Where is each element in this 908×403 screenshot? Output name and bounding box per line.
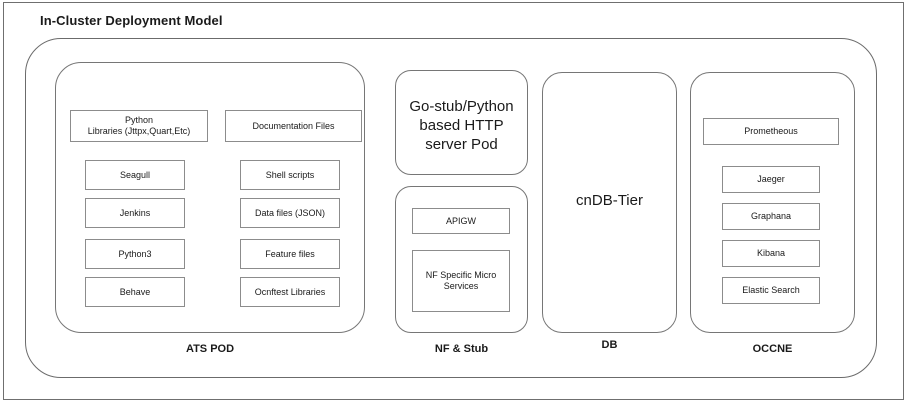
item-kibana: Kibana [722,240,820,267]
item-python-libraries: Python Libraries (Jttpx,Quart,Etc) [70,110,208,142]
label-cndb-tier: cnDB-Tier [576,192,643,209]
caption-ats-pod: ATS POD [185,343,235,355]
item-seagull: Seagull [85,160,185,190]
item-python3: Python3 [85,239,185,269]
item-feature-files: Feature files [240,239,340,269]
group-db: cnDB-Tier [542,72,677,333]
item-ocnftest-libraries: Ocnftest Libraries [240,277,340,307]
item-elastic-search: Elastic Search [722,277,820,304]
item-jenkins: Jenkins [85,198,185,228]
item-apigw: APIGW [412,208,510,234]
item-jaeger: Jaeger [722,166,820,193]
item-shell-scripts: Shell scripts [240,160,340,190]
item-prometheous: Prometheous [703,118,839,145]
caption-nf-stub: NF & Stub [434,343,489,355]
caption-db: DB [601,339,618,351]
item-documentation-files: Documentation Files [225,110,362,142]
diagram-title: In-Cluster Deployment Model [40,13,223,28]
item-data-files-json: Data files (JSON) [240,198,340,228]
label-go-stub-server-pod: Go-stub/Python based HTTP server Pod [409,98,514,153]
group-go-stub-server-pod: Go-stub/Python based HTTP server Pod [395,70,528,175]
item-nf-specific-micro-services: NF Specific Micro Services [412,250,510,312]
caption-occne: OCCNE [752,343,793,355]
item-graphana: Graphana [722,203,820,230]
item-behave: Behave [85,277,185,307]
